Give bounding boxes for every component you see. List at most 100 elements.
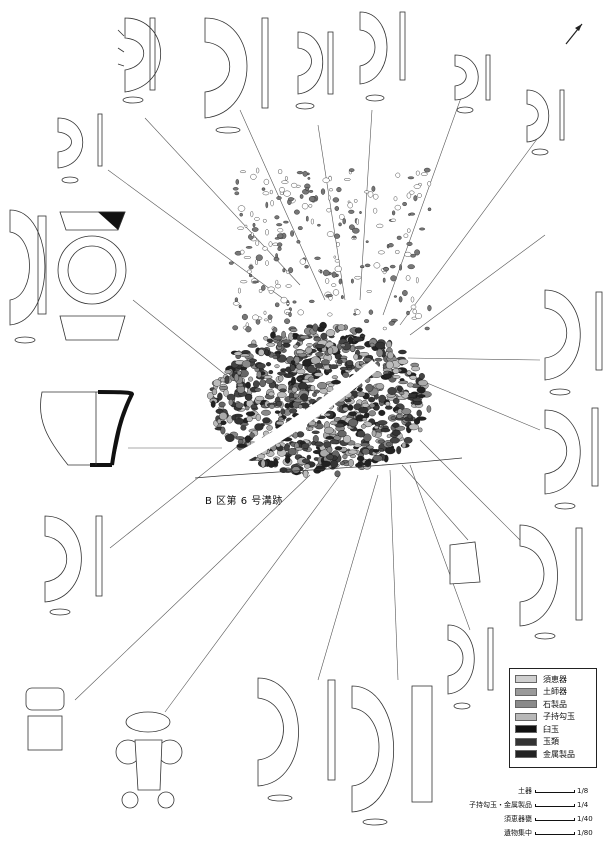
leader-line (239, 109, 326, 301)
artifact-fragment (212, 379, 222, 387)
artifact-fragment (386, 340, 392, 349)
artifact-fragment (256, 363, 266, 370)
artifact-fragment (252, 380, 260, 388)
artifact-fragment (285, 455, 291, 464)
artifact-fragment (377, 420, 388, 426)
komochi-magatama-drawing (447, 624, 494, 710)
artifact-fragment (284, 176, 288, 181)
leader-line (389, 469, 399, 681)
artifact-fragment (299, 335, 310, 340)
artifact-fragment (218, 412, 228, 421)
artifact-fragment (359, 210, 362, 214)
artifact-fragment (352, 235, 357, 239)
artifact-fragment (342, 454, 348, 460)
leader-line (414, 377, 541, 431)
artifact-fragment (263, 178, 270, 185)
artifact-fragment (336, 187, 342, 193)
leader-line (401, 464, 469, 541)
artifact-fragment (254, 423, 264, 431)
artifact-fragment (390, 318, 398, 322)
artifact-fragment (244, 435, 251, 443)
legend-label: 石製品 (543, 699, 567, 709)
artifact-fragment (257, 453, 266, 459)
artifact-fragment (373, 449, 380, 453)
artifact-fragment (368, 396, 375, 403)
artifact-fragment (359, 333, 366, 338)
legend-item: 土師器 (515, 686, 591, 699)
scale-ratio: 1/80 (577, 829, 593, 837)
artifact-fragment (398, 296, 403, 303)
artifact-fragment (279, 388, 287, 393)
artifact-fragment (418, 427, 423, 433)
artifact-fragment (337, 430, 347, 438)
artifact-fragment (369, 403, 376, 408)
scale-ratio: 1/40 (577, 815, 593, 823)
artifact-fragment (319, 269, 323, 274)
artifact-fragment (261, 409, 271, 416)
artifact-fragment (339, 461, 345, 466)
artifact-fragment (299, 194, 304, 199)
artifact-fragment (225, 433, 235, 443)
artifact-fragment (393, 295, 397, 298)
artifact-fragment (389, 437, 400, 444)
artifact-fragment (308, 189, 314, 193)
artifact-fragment (342, 218, 346, 225)
artifact-fragment (236, 370, 242, 376)
artifact-fragment (255, 395, 265, 402)
artifact-fragment (263, 318, 269, 322)
komochi-magatama-drawing (9, 209, 47, 344)
artifact-concentration (207, 321, 432, 478)
artifact-fragment (267, 460, 275, 468)
artifact-fragment (396, 413, 403, 419)
artifact-fragment (378, 409, 386, 416)
artifact-fragment (325, 454, 334, 460)
artifact-fragment (283, 220, 289, 224)
artifact-fragment (413, 418, 421, 425)
artifact-fragment (240, 353, 250, 358)
legend-swatch (515, 750, 537, 759)
artifact-fragment (377, 250, 385, 255)
artifact-fragment (427, 207, 432, 212)
artifact-fragment (398, 380, 409, 385)
artifact-fragment (322, 269, 330, 277)
scale-name: 土器 (518, 787, 532, 795)
komochi-magatama-drawing (295, 31, 334, 110)
artifact-fragment (275, 279, 279, 285)
artifact-fragment (384, 405, 393, 410)
artifact-fragment (283, 190, 291, 197)
artifact-fragment (347, 202, 353, 209)
artifact-fragment (382, 277, 386, 283)
artifact-fragment (418, 373, 425, 380)
artifact-fragment (327, 312, 333, 317)
artifact-fragment (273, 336, 283, 341)
artifact-fragment (233, 351, 243, 356)
artifact-fragment (305, 187, 310, 191)
artifact-fragment (359, 352, 370, 357)
artifact-fragment (291, 182, 298, 188)
artifact-fragment (380, 428, 391, 433)
artifact-fragment (246, 415, 253, 422)
komochi-magatama-drawing (359, 11, 406, 102)
komochi-magatama-drawing (204, 17, 269, 134)
artifact-fragment (355, 309, 361, 316)
leader-line (109, 429, 259, 549)
ditch-outline (194, 457, 463, 479)
artifact-fragment (292, 334, 298, 338)
artifact-fragment (406, 370, 412, 376)
artifact-fragment (360, 442, 371, 447)
artifact-fragment (415, 277, 419, 284)
scale-bar (535, 804, 575, 807)
artifact-fragment (296, 376, 303, 381)
artifact-fragment (416, 394, 426, 398)
artifact-fragment (224, 369, 232, 374)
artifact-fragment (270, 331, 276, 339)
scattered-fragments (228, 167, 432, 333)
artifact-fragment (285, 284, 292, 288)
artifact-fragment (259, 379, 267, 388)
stone-fragment-drawing (449, 541, 481, 585)
artifact-fragment (295, 363, 303, 370)
artifact-fragment (277, 371, 287, 376)
artifact-fragment (368, 410, 376, 417)
scale-ratio: 1/8 (577, 787, 589, 795)
artifact-fragment (278, 375, 284, 382)
